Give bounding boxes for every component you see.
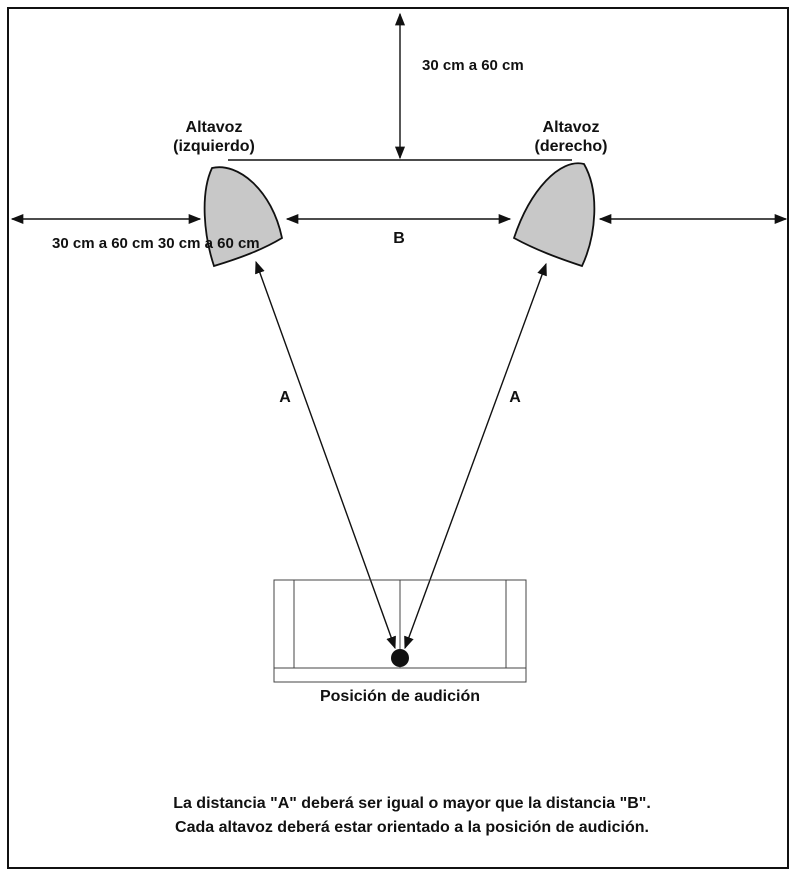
room-border <box>7 7 789 869</box>
left-speaker <box>203 166 284 268</box>
note-line-1: La distancia "A" deberá ser igual o mayo… <box>173 795 651 812</box>
distance-a-right-label: A <box>509 389 521 406</box>
right-speaker <box>512 162 596 268</box>
right-speaker-subtitle: (derecho) <box>535 138 608 155</box>
left-speaker-title: Altavoz <box>186 119 243 136</box>
distance-a-left-arrow <box>255 260 396 650</box>
right-speaker-title: Altavoz <box>543 119 600 136</box>
top-distance-label: 30 cm a 60 cm <box>422 57 524 74</box>
sofa <box>273 579 527 683</box>
note-line-2: Cada altavoz deberá estar orientado a la… <box>175 819 649 836</box>
listener-dot <box>391 649 409 667</box>
listening-position-label: Posición de audición <box>320 688 480 705</box>
left-speaker-subtitle: (izquierdo) <box>173 138 255 155</box>
distance-a-left-label: A <box>279 389 291 406</box>
distance-b-label: B <box>393 230 405 247</box>
distance-a-right-arrow <box>404 262 547 650</box>
side-distance-label: 30 cm a 60 cm 30 cm a 60 cm <box>52 235 260 252</box>
